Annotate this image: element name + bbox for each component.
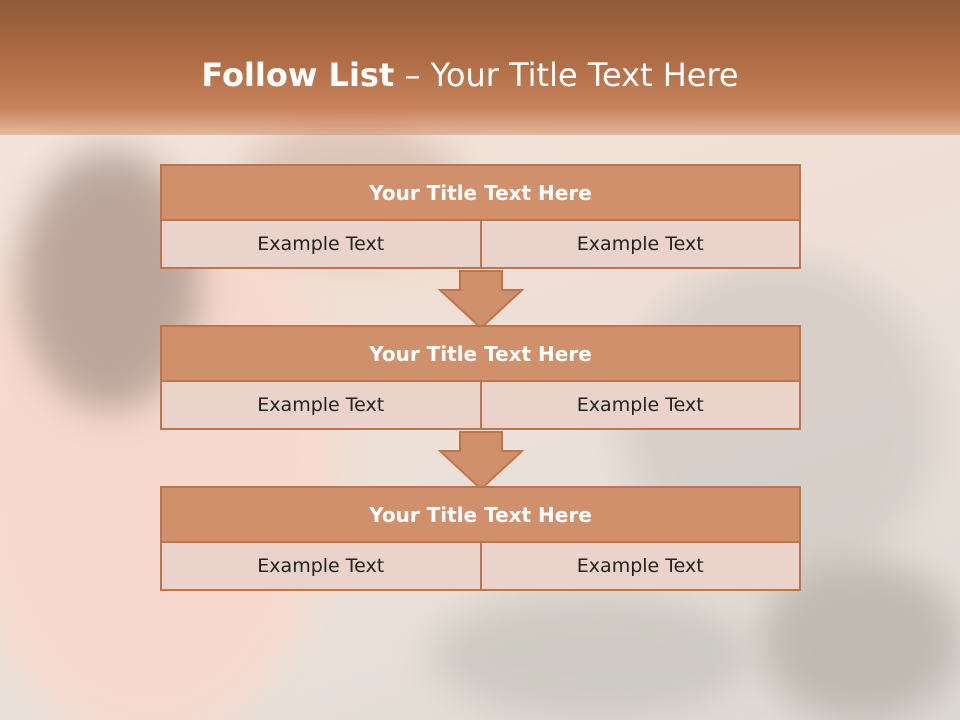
step-block-1: Your Title Text Here Example Text Exampl… xyxy=(160,164,801,269)
step-cell-left: Example Text xyxy=(160,541,482,591)
step-block-3: Your Title Text Here Example Text Exampl… xyxy=(160,486,801,591)
step-row: Example Text Example Text xyxy=(160,541,801,591)
step-cell-right: Example Text xyxy=(479,541,801,591)
step-cell-right: Example Text xyxy=(479,219,801,269)
step-cell-left: Example Text xyxy=(160,219,482,269)
slide-title-rest: – Your Title Text Here xyxy=(394,56,739,94)
step-cell-left: Example Text xyxy=(160,380,482,430)
slide-title: Follow List – Your Title Text Here xyxy=(0,56,940,94)
step-cell-right: Example Text xyxy=(479,380,801,430)
title-bar xyxy=(0,0,960,135)
step-title: Your Title Text Here xyxy=(160,164,801,221)
down-arrow-icon xyxy=(438,270,524,330)
step-title: Your Title Text Here xyxy=(160,486,801,543)
step-block-2: Your Title Text Here Example Text Exampl… xyxy=(160,325,801,430)
slide-title-bold: Follow List xyxy=(201,56,395,94)
step-title: Your Title Text Here xyxy=(160,325,801,382)
down-arrow-icon xyxy=(438,431,524,491)
step-row: Example Text Example Text xyxy=(160,219,801,269)
step-row: Example Text Example Text xyxy=(160,380,801,430)
